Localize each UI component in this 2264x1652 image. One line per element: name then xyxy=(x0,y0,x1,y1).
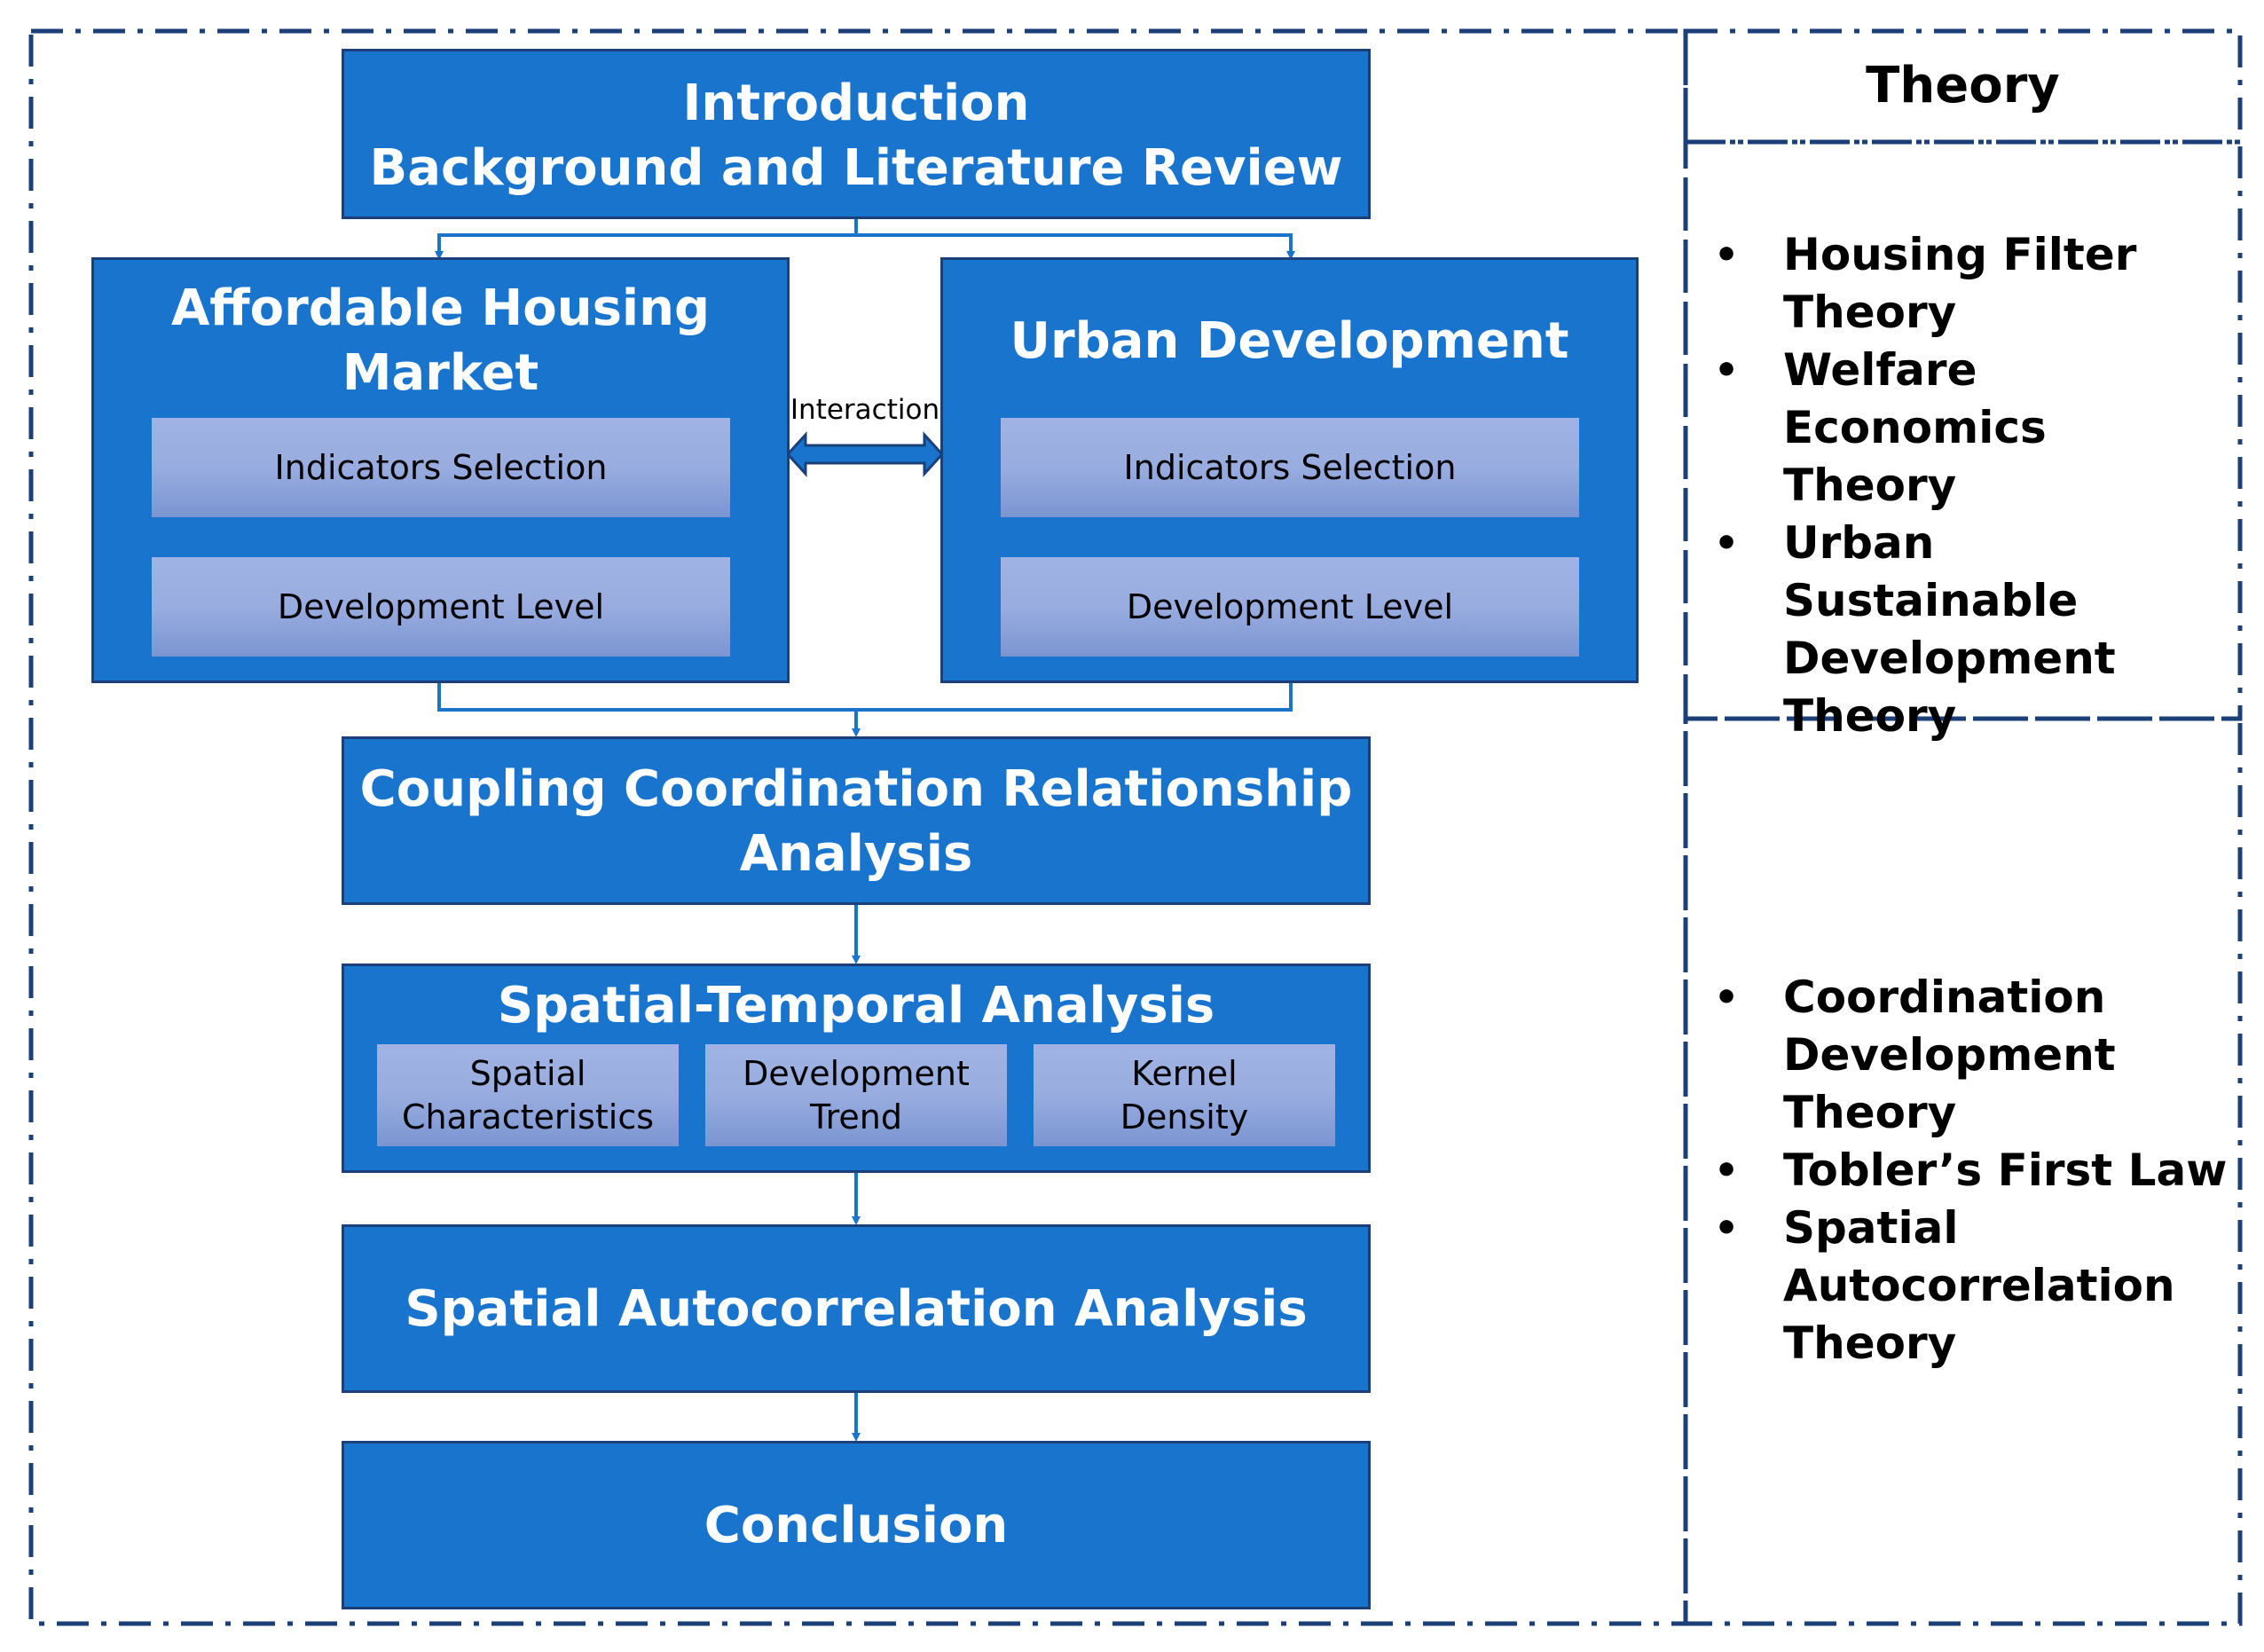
conclusion-title: Conclusion xyxy=(704,1497,1009,1554)
housing-development-level: Development Level xyxy=(152,557,730,657)
housing-market-title-line2: Market xyxy=(342,344,539,402)
theory-line: Autocorrelation xyxy=(1783,1260,2175,1311)
theory-group2-list: Coordination Development Theory Tobler’s… xyxy=(1694,969,2240,1373)
spatial-characteristics-item: Spatial Characteristics xyxy=(377,1044,679,1146)
theory-item: Coordination Development Theory xyxy=(1694,969,2240,1142)
spatial-autocorrelation-title: Spatial Autocorrelation Analysis xyxy=(405,1280,1308,1338)
housing-market-box: Affordable Housing Market Indicators Sel… xyxy=(91,257,790,683)
theory-line: Theory xyxy=(1783,1318,1957,1369)
spatial-temporal-title: Spatial-Temporal Analysis xyxy=(497,977,1215,1034)
spatial-temporal-box: Spatial-Temporal Analysis Spatial Charac… xyxy=(342,964,1371,1173)
spatial-characteristics-line1: Spatial xyxy=(469,1053,586,1093)
theory-line: Housing Filter xyxy=(1783,229,2137,280)
kernel-density-item: Kernel Density xyxy=(1034,1044,1335,1146)
theory-group1-list: Housing Filter Theory Welfare Economics … xyxy=(1694,226,2240,745)
theory-line: Coordination xyxy=(1783,972,2106,1023)
theory-line: Theory xyxy=(1783,1087,1957,1138)
housing-indicators-selection: Indicators Selection xyxy=(152,418,730,517)
theory-item: Spatial Autocorrelation Theory xyxy=(1694,1200,2240,1373)
housing-market-title-line1: Affordable Housing xyxy=(170,279,711,337)
development-trend-line2: Trend xyxy=(810,1097,902,1137)
theory-item: Welfare Economics Theory xyxy=(1694,342,2240,515)
development-trend-line1: Development xyxy=(743,1053,970,1093)
theory-item: Urban Sustainable Development Theory xyxy=(1694,515,2240,745)
coupling-coordination-box: Coupling Coordination Relationship Analy… xyxy=(342,736,1371,905)
coupling-title-line1: Coupling Coordination Relationship xyxy=(359,760,1353,818)
intro-to-housing-arrow xyxy=(435,219,858,260)
urban-indicators-selection: Indicators Selection xyxy=(1001,418,1579,517)
intro-to-urban-arrow xyxy=(856,233,1295,260)
theory-line: Theory xyxy=(1783,287,1957,338)
urban-development-title: Urban Development xyxy=(1010,312,1569,370)
theory-line: Spatial xyxy=(1783,1202,1959,1254)
interaction-label: Interaction xyxy=(790,394,940,426)
theory-line: Welfare Economics xyxy=(1783,344,2047,453)
theory-line: Tobler’s First Law xyxy=(1783,1145,2228,1196)
urban-development-box: Urban Development Indicators Selection D… xyxy=(940,257,1639,683)
theory-line: Urban Sustainable xyxy=(1783,517,2079,626)
theory-line: Development xyxy=(1783,633,2116,684)
development-trend-item: Development Trend xyxy=(705,1044,1007,1146)
theory-title: Theory xyxy=(1866,57,2060,114)
coupling-title-line2: Analysis xyxy=(739,825,973,883)
interaction-double-arrow xyxy=(785,431,945,477)
introduction-title: Introduction xyxy=(682,75,1030,132)
kernel-density-line2: Density xyxy=(1120,1097,1249,1137)
merge-connector xyxy=(437,683,1293,712)
theory-item: Tobler’s First Law xyxy=(1694,1142,2240,1200)
theory-group1-frame xyxy=(1683,139,2243,721)
theory-item: Housing Filter Theory xyxy=(1694,226,2240,342)
conclusion-box: Conclusion xyxy=(342,1441,1371,1609)
kernel-density-line1: Kernel xyxy=(1131,1053,1238,1093)
theory-line: Theory xyxy=(1783,460,1957,511)
spatial-autocorrelation-box: Spatial Autocorrelation Analysis xyxy=(342,1224,1371,1393)
introduction-subtitle: Background and Literature Review xyxy=(369,139,1343,197)
theory-line: Theory xyxy=(1783,690,1957,742)
spatial-characteristics-line2: Characteristics xyxy=(401,1097,655,1137)
theory-line: Development xyxy=(1783,1029,2116,1081)
urban-development-level: Development Level xyxy=(1001,557,1579,657)
introduction-box: Introduction Background and Literature R… xyxy=(342,49,1371,219)
